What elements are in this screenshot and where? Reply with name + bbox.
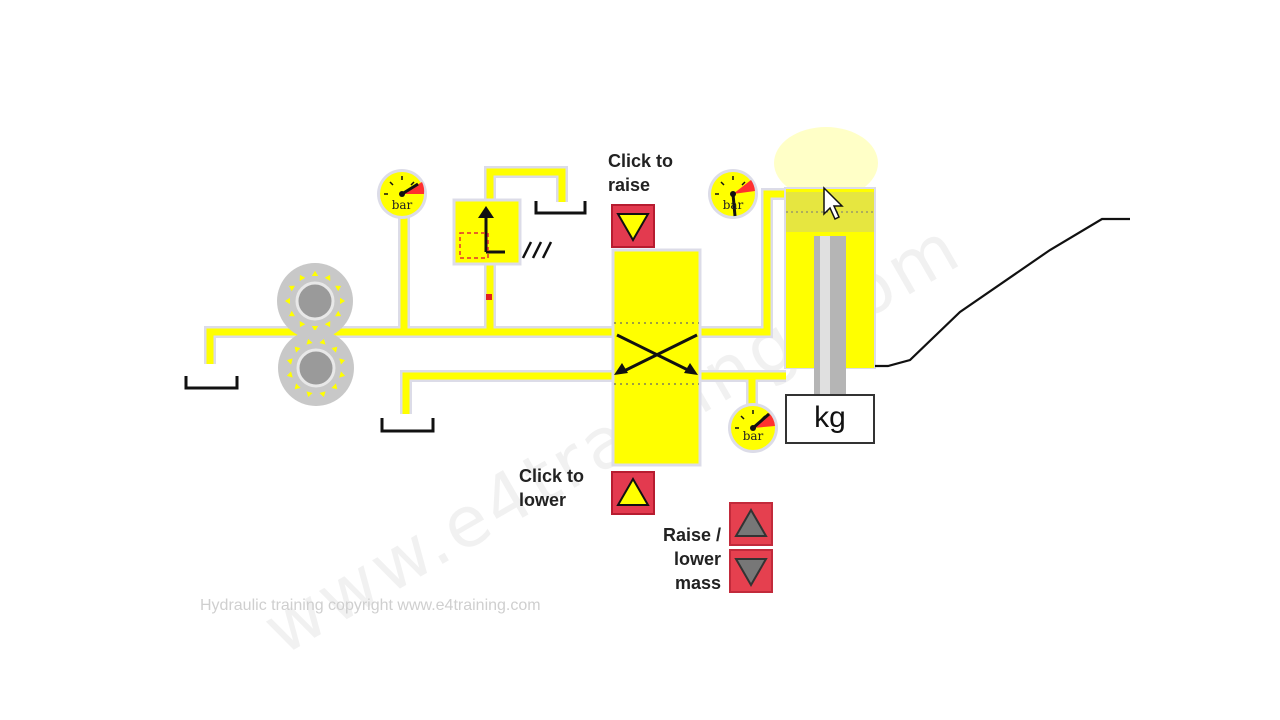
triangle-up-icon [616,476,650,506]
cylinder-glow [774,127,878,199]
gauge-pump-unit: bar [392,198,413,212]
gauge-cap-end: bar [708,169,758,219]
raise-mass-button[interactable] [729,502,773,546]
pump-gears [277,263,354,406]
lower-mass-button[interactable] [729,549,773,593]
position-trace [875,217,1130,368]
triangle-down-icon [734,558,768,588]
lower-button[interactable] [611,471,655,515]
spring-icon [521,241,553,259]
mass-label: Raise / lower mass [662,525,721,593]
directional-valve [611,248,702,467]
gear-bottom [278,330,354,406]
pilot-marker [486,294,492,300]
gear-top [277,263,353,339]
triangle-up-icon [734,507,768,537]
crossed-arrows-icon [616,333,698,374]
tank-relief [534,201,587,215]
relief-valve [452,198,553,300]
mass-block: kg [785,394,875,444]
tank-symbols [184,201,587,433]
triangle-down-icon [616,213,650,243]
mouse-cursor-icon [823,186,844,221]
lower-label: Click to lower [519,466,585,510]
gauge-rod-unit: bar [743,429,764,443]
raise-label: Click to raise [608,151,674,195]
tank-left [184,376,239,390]
tank-return [380,418,435,433]
gauge-rod-end: bar [728,403,778,453]
cylinder [774,127,878,396]
copyright-notice: Hydraulic training copyright www.e4train… [200,597,541,614]
raise-button[interactable] [611,204,655,248]
gauge-cap-unit: bar [723,198,744,212]
gauge-pump: bar [377,169,427,219]
